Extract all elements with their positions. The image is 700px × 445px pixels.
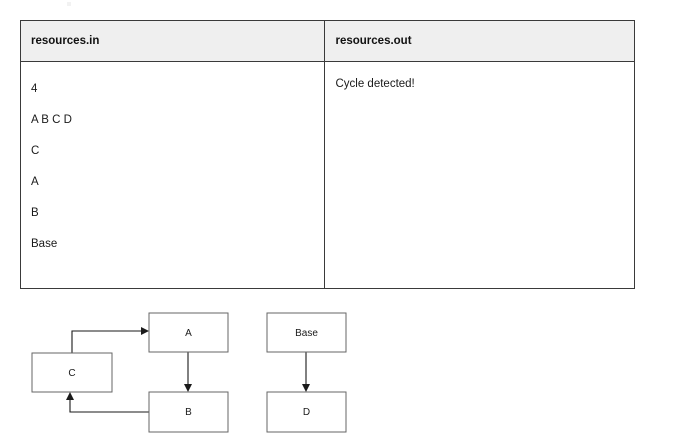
output-file-contents: Cycle detected! [335,74,624,94]
input-line: B [31,207,39,219]
input-line: C [31,145,40,157]
graph-node-d-label: D [303,407,310,418]
column-header-resources-out: resources.out [324,20,635,62]
graph-node-a-label: A [185,328,192,339]
resources-io-table: resources.in resources.out 4 A B C D C A… [19,20,635,289]
graph-node-base-label: Base [295,328,318,339]
edge-a-to-b [184,352,192,392]
graph-node-b[interactable]: B [148,391,229,433]
top-artifact-speck [67,2,71,6]
edge-b-to-c [66,392,149,413]
cell-resources-in: 4 A B C D C A B Base [19,61,326,289]
graph-node-c[interactable]: C [31,352,113,393]
cell-resources-out: Cycle detected! [324,61,635,289]
edge-c-to-a [71,327,149,353]
graph-node-a[interactable]: A [148,312,229,353]
table-body-row: 4 A B C D C A B Base Cycle detected! [19,61,635,289]
input-file-contents: 4 A B C D C A B Base [31,74,314,260]
column-header-resources-in: resources.in [19,20,326,62]
input-line: Base [31,238,58,250]
input-line: A B C D [31,114,72,126]
dependency-graph-diagram: A C B Base D [0,300,700,445]
graph-node-c-label: C [68,368,75,379]
output-line: Cycle detected! [335,78,415,90]
table-header-row: resources.in resources.out [19,20,635,62]
input-line: A [31,176,39,188]
edge-base-to-d [302,352,310,392]
graph-node-d[interactable]: D [266,391,347,433]
graph-node-b-label: B [185,407,192,418]
graph-node-base[interactable]: Base [266,312,347,353]
input-line: 4 [31,83,38,95]
